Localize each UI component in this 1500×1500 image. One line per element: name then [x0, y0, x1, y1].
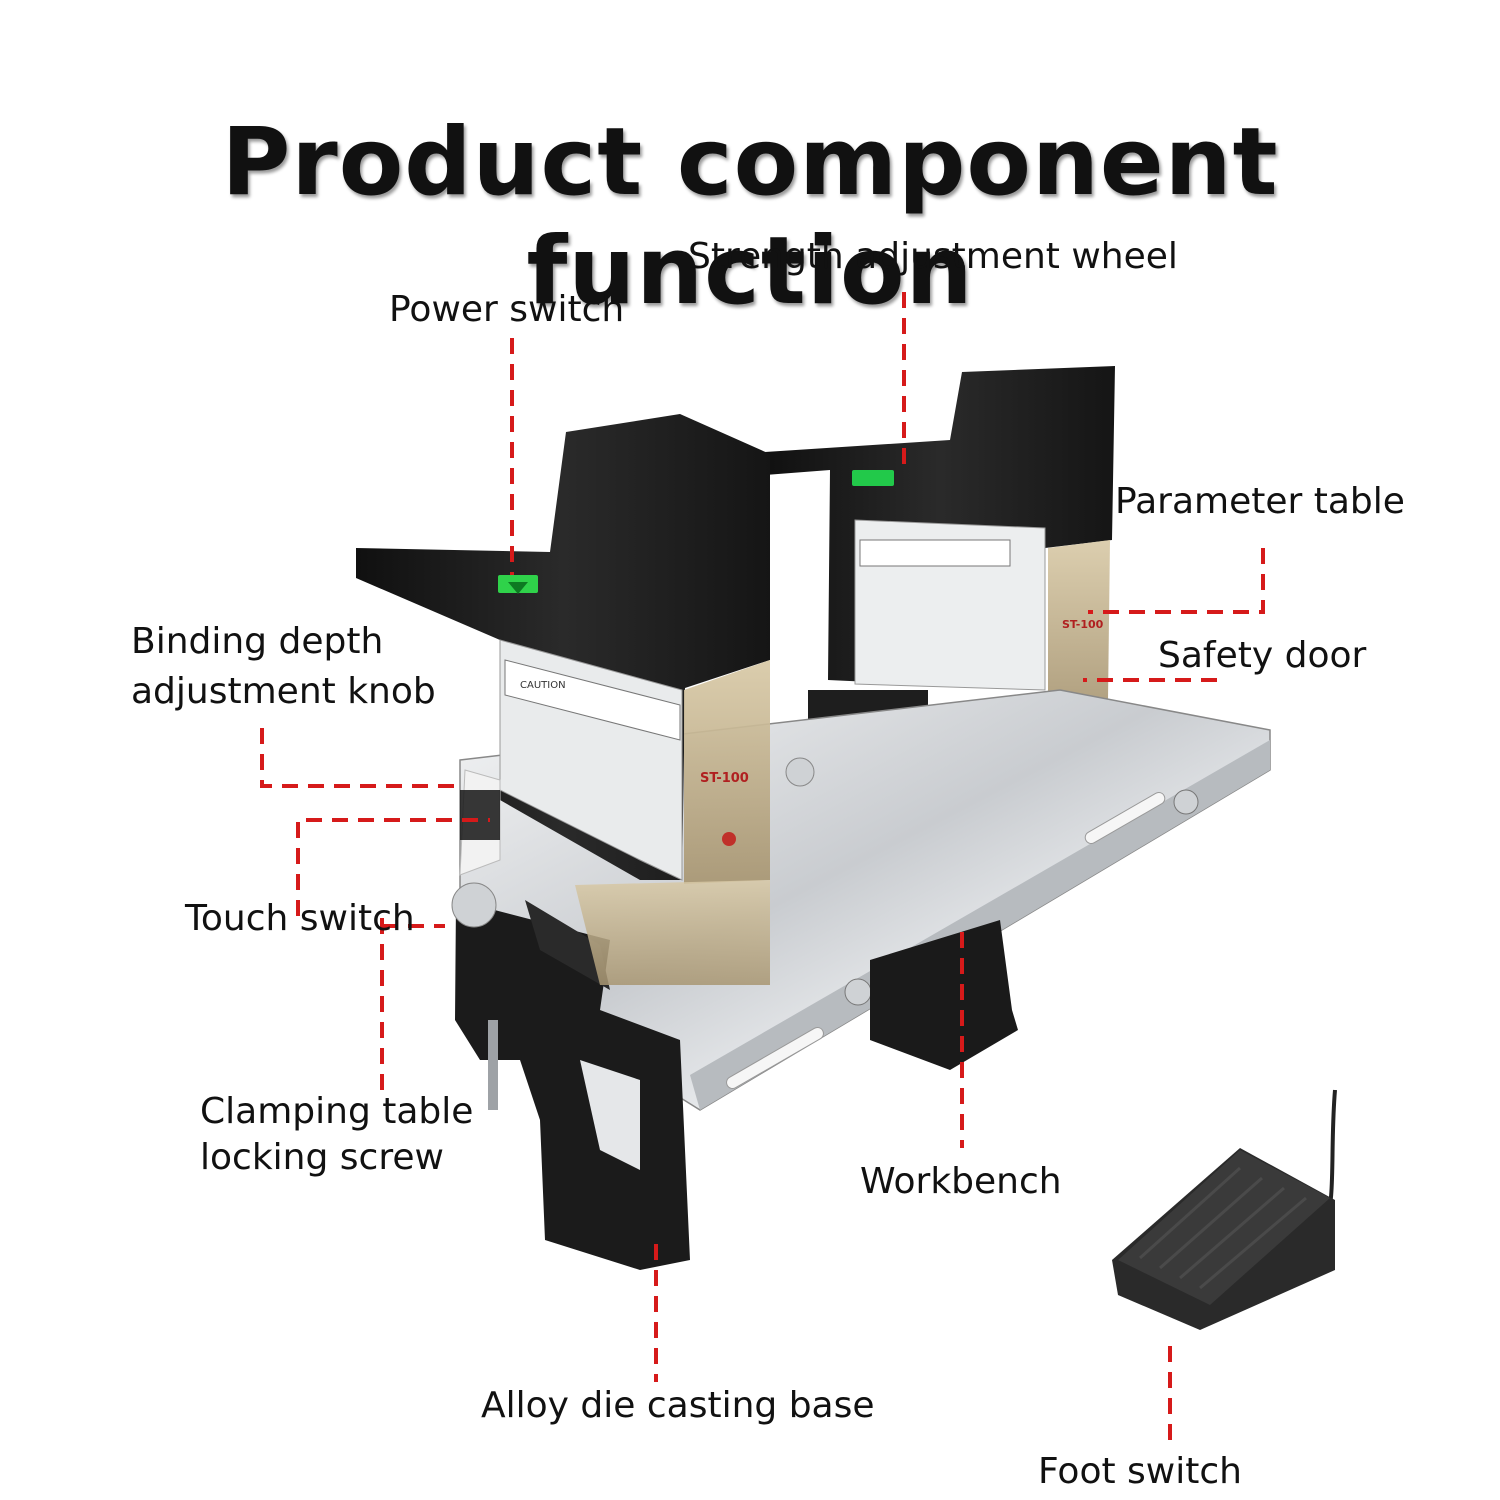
label-clamping-line2: locking screw — [200, 1137, 444, 1178]
label-alloy-base: Alloy die casting base — [481, 1385, 875, 1426]
page-title: Product component function — [221, 108, 1279, 326]
label-binding-depth-line1: Binding depth — [131, 621, 384, 662]
leader-lines — [260, 292, 1265, 1442]
caution-label: CAUTION — [520, 680, 566, 691]
front-model-label: ST-100 — [700, 771, 749, 786]
rear-base — [870, 920, 1018, 1070]
label-parameter-table: Parameter table — [1115, 481, 1405, 522]
rear-power-switch — [852, 470, 894, 486]
rear-model-label: ST-100 — [1062, 618, 1104, 631]
label-binding-depth-line2: adjustment knob — [131, 671, 436, 712]
rear-stapler-head: ST-100 — [765, 366, 1115, 745]
label-foot-switch: Foot switch — [1038, 1451, 1242, 1492]
foot-pedal — [1112, 1089, 1337, 1330]
front-base — [451, 757, 815, 1270]
label-clamping-line1: Clamping table — [200, 1091, 474, 1132]
label-safety-door: Safety door — [1158, 635, 1367, 676]
label-strength-adjustment-wheel: Strength adjustment wheel — [688, 236, 1178, 277]
front-stapler-head: CAUTION ST-100 — [356, 414, 770, 884]
label-touch-switch: Touch switch — [185, 898, 415, 939]
label-workbench: Workbench — [860, 1161, 1062, 1202]
label-power-switch: Power switch — [389, 289, 625, 330]
